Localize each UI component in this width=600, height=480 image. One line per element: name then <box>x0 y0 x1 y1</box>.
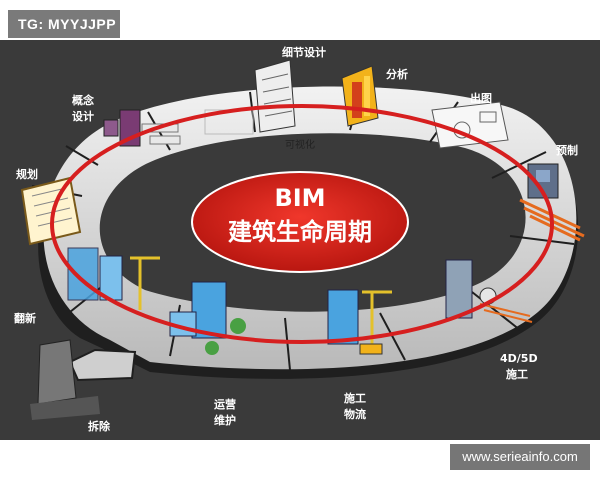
bottom-watermark: www.serieainfo.com <box>450 444 590 470</box>
label-concept-line2: 设计 <box>72 109 94 123</box>
center-title-bim: BIM <box>274 184 325 212</box>
ring-visualization-label: 可视化 <box>285 138 315 151</box>
renovation-ruins-icon <box>30 339 100 420</box>
label-plan: 规划 <box>16 167 38 181</box>
planning-checklist-icon <box>20 176 82 246</box>
label-4d5d-construct: 施工 <box>506 367 528 381</box>
analysis-building-icon <box>341 65 379 127</box>
label-analysis: 分析 <box>386 67 408 81</box>
label-concept-line1: 概念 <box>72 93 95 107</box>
label-detail-design: 细节设计 <box>282 45 326 59</box>
construction-logistics-icon <box>327 289 392 355</box>
label-operations-line2: 维护 <box>214 413 236 427</box>
center-title-lifecycle: 建筑生命周期 <box>228 218 372 246</box>
label-4d5d: 4D/5D <box>500 352 538 365</box>
lifecycle-red-ring <box>50 104 554 344</box>
label-drawing: 出图 <box>470 91 492 105</box>
label-logistics-line1: 施工 <box>344 391 366 405</box>
label-demolish: 拆除 <box>88 419 111 433</box>
drawing-sheet-icon <box>431 101 509 149</box>
label-operations-line1: 运营 <box>214 397 236 411</box>
top-watermark: TG: MYYJJPP <box>8 10 120 38</box>
label-renovate: 翻新 <box>14 311 36 325</box>
center-ellipse <box>191 171 409 273</box>
label-logistics-line2: 物流 <box>344 407 366 421</box>
label-prefab: 预制 <box>556 143 578 157</box>
